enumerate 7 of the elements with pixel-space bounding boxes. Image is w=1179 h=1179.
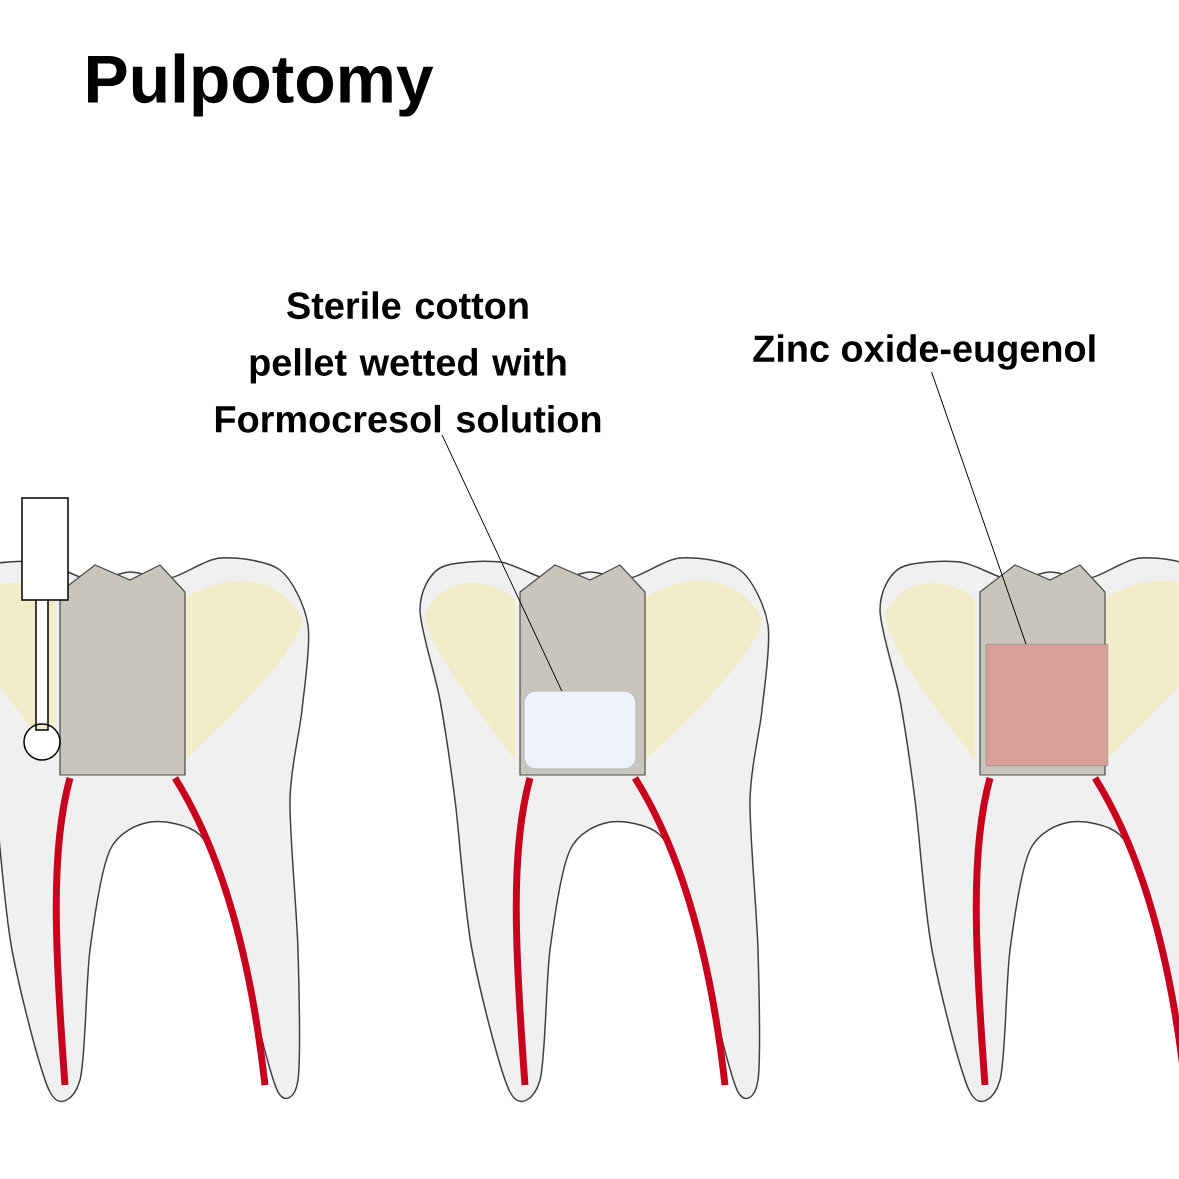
cotton-pellet bbox=[524, 690, 636, 770]
leader-line bbox=[441, 434, 563, 692]
title: Pulpotomy bbox=[88, 53, 434, 117]
cement-filling bbox=[986, 644, 1108, 766]
callout-label: Zinc oxide-eugenol bbox=[753, 334, 1095, 370]
callout-label: Sterile cotton pellet wetted with Formocresol solution bbox=[215, 291, 601, 433]
leader-line bbox=[931, 371, 1027, 645]
